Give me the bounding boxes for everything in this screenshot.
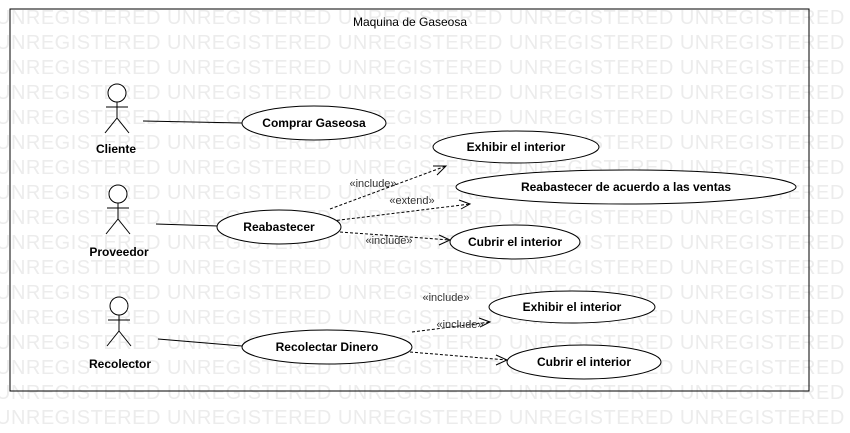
actor-figure-icon: [104, 83, 130, 134]
watermark-row: UNREGISTERED UNREGISTERED UNREGISTERED U…: [0, 207, 850, 229]
actor-figure-icon: [106, 296, 132, 347]
use-case-cubrir-el-interior[interactable]: Cubrir el interior: [449, 224, 581, 260]
dependency-extend-reab-ventas: [331, 199, 472, 222]
use-case-label: Recolectar Dinero: [276, 340, 379, 354]
use-case-label: Cubrir el interior: [537, 355, 631, 369]
actor-cliente[interactable]: Cliente: [96, 83, 136, 156]
watermark-row: UNREGISTERED UNREGISTERED UNREGISTERED U…: [0, 57, 850, 79]
use-case-reabastecer-ventas[interactable]: Reabastecer de acuerdo a las ventas: [455, 169, 797, 205]
watermark-row: UNREGISTERED UNREGISTERED UNREGISTERED U…: [0, 257, 850, 279]
watermark-row: UNREGISTERED UNREGISTERED UNREGISTERED U…: [0, 232, 850, 254]
use-case-label: Reabastecer: [243, 220, 315, 234]
association-proveedor-reabastecer: [155, 223, 219, 227]
stereotype-label: «include»: [422, 292, 469, 304]
use-case-recolectar-dinero[interactable]: Recolectar Dinero: [241, 329, 413, 365]
actor-label: Recolector: [89, 357, 151, 371]
use-case-label: Exhibir el interior: [523, 300, 622, 314]
use-case-exhibir-el-interior-2[interactable]: Exhibir el interior: [488, 290, 656, 324]
association-recolector-recolectar: [157, 338, 243, 347]
watermark-row: UNREGISTERED UNREGISTERED UNREGISTERED U…: [0, 82, 850, 104]
actor-figure-icon: [105, 184, 131, 235]
stereotype-label: «include»: [436, 319, 483, 331]
stereotype-label: «include»: [365, 235, 412, 247]
dependency-include-exhibir1: [329, 165, 448, 210]
system-boundary: [9, 8, 810, 392]
stereotype-label: «extend»: [389, 195, 434, 207]
actor-proveedor[interactable]: Proveedor: [89, 184, 149, 259]
use-case-comprar-gaseosa[interactable]: Comprar Gaseosa: [241, 105, 387, 141]
association-cliente-comprar: [142, 120, 243, 124]
watermark-row: UNREGISTERED UNREGISTERED UNREGISTERED U…: [0, 32, 850, 54]
actor-recolector[interactable]: Recolector: [89, 296, 151, 371]
watermark-row: UNREGISTERED UNREGISTERED UNREGISTERED U…: [0, 407, 850, 429]
watermark-row: UNREGISTERED UNREGISTERED UNREGISTERED U…: [0, 132, 850, 154]
use-case-exhibir-el-interior[interactable]: Exhibir el interior: [432, 130, 600, 164]
watermark-row: UNREGISTERED UNREGISTERED UNREGISTERED U…: [0, 382, 850, 404]
use-case-label: Comprar Gaseosa: [262, 116, 366, 130]
watermark-row: UNREGISTERED UNREGISTERED UNREGISTERED U…: [0, 332, 850, 354]
use-case-reabastecer[interactable]: Reabastecer: [216, 209, 342, 245]
dependency-include-exhibir2: [411, 317, 492, 333]
use-case-label: Exhibir el interior: [467, 140, 566, 154]
actor-label: Cliente: [96, 142, 136, 156]
use-case-label: Cubrir el interior: [468, 235, 562, 249]
system-title: Maquina de Gaseosa: [353, 15, 467, 29]
watermark-row: UNREGISTERED UNREGISTERED UNREGISTERED U…: [0, 7, 850, 29]
watermark-row: UNREGISTERED UNREGISTERED UNREGISTERED U…: [0, 107, 850, 129]
use-case-cubrir-el-interior-2[interactable]: Cubrir el interior: [506, 344, 662, 380]
stereotype-label: «include»: [349, 178, 396, 190]
actor-label: Proveedor: [89, 245, 149, 259]
use-case-label: Reabastecer de acuerdo a las ventas: [521, 180, 731, 194]
